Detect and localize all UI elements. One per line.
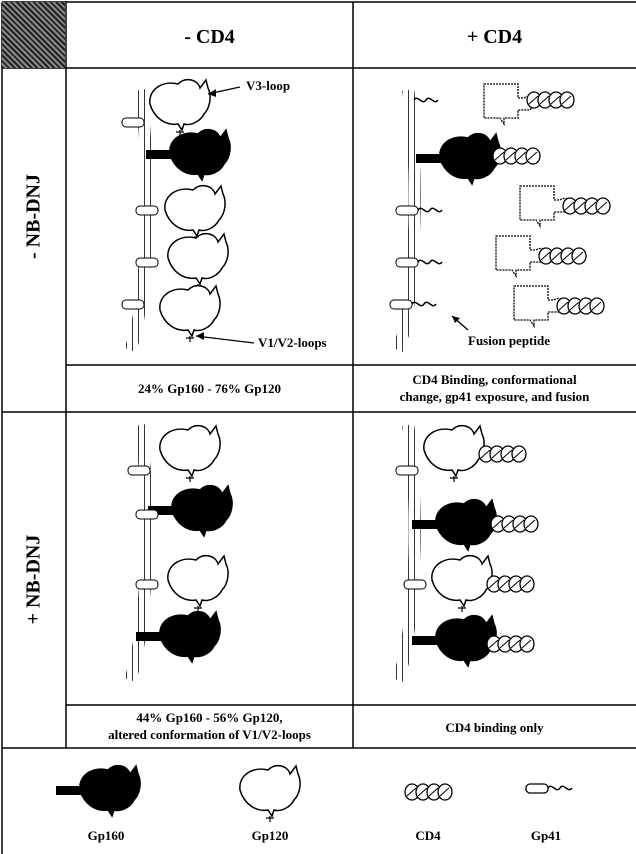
col-header-minus-cd4: - CD4 [66,26,353,49]
fusion-peptide-label: Fusion peptide [468,333,550,349]
legend-cd4-label: CD4 [378,828,478,844]
caption-bottom-right: CD4 binding only [353,719,636,736]
caption-top-right-line1: CD4 Binding, conformational [353,371,636,388]
caption-top-right-line2: change, gp41 exposure, and fusion [353,388,636,405]
legend-gp41-label: Gp41 [496,828,596,844]
panel-top-right [390,84,610,350]
legend-graphics [56,766,572,822]
col-header-plus-cd4: + CD4 [353,26,636,49]
panel-bottom-left [128,425,232,680]
v1v2-loops-label: V1/V2-loops [258,335,327,351]
v3-loop-label: V3-loop [246,78,290,94]
legend-gp160-label: Gp160 [56,828,156,844]
panel-top-left [122,80,254,350]
legend-gp120-label: Gp120 [220,828,320,844]
caption-bottom-left-line1: 44% Gp160 - 56% Gp120, [66,709,353,726]
caption-bottom-left-line2: altered conformation of V1/V2-loops [66,726,353,743]
row-label-minus-nbdnj: - NB-DNJ [23,147,46,287]
corner-hatch [2,2,65,68]
row-label-plus-nbdnj: + NB-DNJ [23,510,46,650]
caption-top-left: 24% Gp160 - 76% Gp120 [66,380,353,397]
panel-bottom-right [396,425,538,680]
